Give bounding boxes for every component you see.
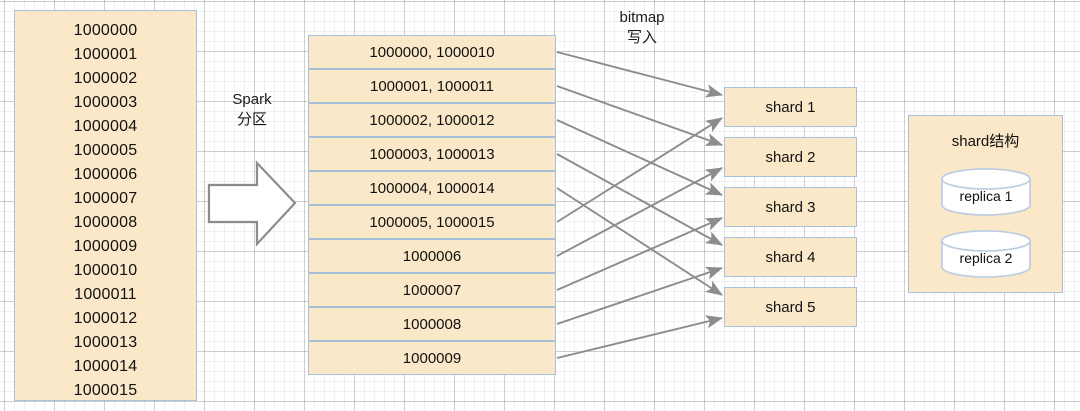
partition-row: 1000001, 1000011 bbox=[308, 69, 556, 103]
source-id-item: 1000012 bbox=[73, 310, 138, 327]
spark-block-arrow bbox=[207, 160, 297, 247]
replica-cylinder: replica 2 bbox=[941, 230, 1031, 278]
source-id-item: 1000008 bbox=[73, 214, 138, 231]
connector-p6-shard1 bbox=[556, 117, 723, 223]
connector-p3-shard3 bbox=[556, 119, 724, 196]
shard-box: shard 1 bbox=[724, 87, 857, 127]
partition-row: 1000006 bbox=[308, 239, 556, 273]
source-id-item: 1000002 bbox=[73, 70, 138, 87]
source-id-item: 1000011 bbox=[74, 286, 137, 303]
shard-structure-title: shard结构 bbox=[951, 133, 1020, 150]
source-id-item: 1000004 bbox=[73, 118, 138, 135]
cylinder-icon bbox=[941, 168, 1031, 216]
source-id-item: 1000010 bbox=[73, 262, 138, 279]
shard-box: shard 5 bbox=[724, 287, 857, 327]
partition-row: 1000005, 1000015 bbox=[308, 205, 556, 239]
shard-box: shard 3 bbox=[724, 187, 857, 227]
partition-row: 1000003, 1000013 bbox=[308, 137, 556, 171]
source-id-item: 1000013 bbox=[73, 334, 138, 351]
connector-p7-shard2 bbox=[556, 167, 724, 257]
connector-p4-shard4 bbox=[556, 153, 723, 246]
spark-partition-label: Spark 分区 bbox=[232, 91, 272, 128]
source-id-item: 1000005 bbox=[73, 142, 138, 159]
connector-p2-shard2 bbox=[556, 85, 724, 146]
source-id-item: 1000006 bbox=[73, 166, 138, 183]
source-id-list-box: 1000000 1000001 1000002 1000003 1000004 … bbox=[14, 10, 197, 401]
replica-label: replica 1 bbox=[959, 187, 1013, 204]
partition-row: 1000008 bbox=[308, 307, 556, 341]
connector-p5-shard5 bbox=[556, 187, 723, 296]
partition-row: 1000000, 1000010 bbox=[308, 35, 556, 69]
partition-row: 1000007 bbox=[308, 273, 556, 307]
source-id-item: 1000007 bbox=[73, 190, 138, 207]
replica-cylinder: replica 1 bbox=[941, 168, 1031, 216]
cylinder-icon bbox=[941, 230, 1031, 278]
connector-p8-shard3 bbox=[556, 217, 724, 291]
source-id-item: 1000015 bbox=[73, 382, 138, 399]
bitmap-write-label: bitmap 写入 bbox=[619, 9, 665, 46]
connector-p1-shard1 bbox=[556, 51, 724, 98]
source-id-item: 1000009 bbox=[73, 238, 138, 255]
shard-box: shard 2 bbox=[724, 137, 857, 177]
source-id-item: 1000001 bbox=[73, 46, 138, 63]
partition-row: 1000009 bbox=[308, 341, 556, 375]
shard-structure-panel: shard结构 replica 1 replica 2 bbox=[908, 115, 1063, 293]
partition-row: 1000004, 1000014 bbox=[308, 171, 556, 205]
replica-label: replica 2 bbox=[959, 249, 1013, 266]
source-id-item: 1000000 bbox=[73, 22, 138, 39]
source-id-item: 1000003 bbox=[73, 94, 138, 111]
connector-p9-shard4 bbox=[556, 266, 724, 325]
partition-row: 1000002, 1000012 bbox=[308, 103, 556, 137]
source-id-item: 1000014 bbox=[73, 358, 138, 375]
shard-box: shard 4 bbox=[724, 237, 857, 277]
connector-p10-shard5 bbox=[556, 315, 724, 359]
